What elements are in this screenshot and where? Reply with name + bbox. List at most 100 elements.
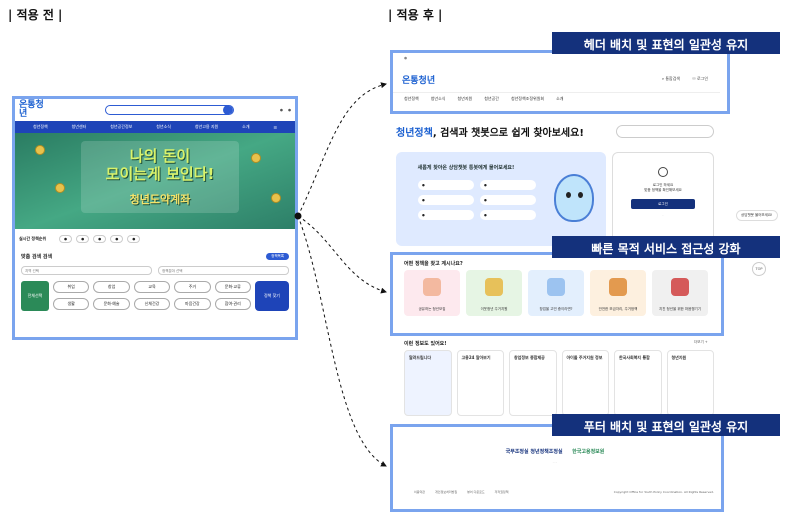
category-pill[interactable]: 신체건강 [133, 298, 171, 310]
service-title: 어떤 정책을 찾고 계시나요? [404, 261, 463, 267]
category-pill[interactable]: 주거 [174, 281, 211, 293]
chatbot-chip[interactable]: ● [418, 195, 474, 205]
ranking-chip[interactable]: ● [127, 235, 141, 243]
before-match-search: 맞춤 검색 검색 정책목록 지역 선택 정책분야 선택 전체선택 취업 창업 교… [15, 249, 295, 335]
category-pill[interactable]: 창업 [93, 281, 130, 293]
info-card[interactable]: 청년지원 [666, 350, 714, 416]
match-badge[interactable]: 정책목록 [266, 253, 289, 260]
callout-header: 헤더 배치 및 표현의 일관성 유지 [552, 32, 780, 54]
service-card[interactable]: 안전한 보금자리, 주거정책 [590, 270, 646, 316]
info-card[interactable]: 창업정보 종합제공 [509, 350, 557, 416]
chatbot-question: 새롭게 찾아온 상담챗봇 통봇에게 물어보세요! [417, 165, 515, 171]
login-link[interactable]: ⚇ 로그인 [692, 76, 708, 81]
before-nav-item[interactable]: 청년공간정보 [110, 124, 133, 129]
service-card[interactable]: 창업을 고민 중이라면? [528, 270, 584, 316]
house-icon [609, 278, 627, 296]
menu-icon[interactable]: ● [287, 108, 291, 112]
user-icon [658, 167, 668, 177]
person-icon [423, 278, 441, 296]
search-link[interactable]: ⌕ 통합검색 [661, 76, 681, 81]
top-button[interactable]: TOP [752, 262, 766, 276]
info-card[interactable]: 한국사회복지 통합 [614, 350, 662, 416]
footer-link[interactable]: 뷰어 다운로드 [467, 490, 485, 494]
callout-footer: 푸터 배치 및 표현의 일관성 유지 [552, 414, 780, 436]
highlight-header [390, 50, 730, 114]
before-nav-item[interactable]: 청년고용 지원 [194, 124, 219, 129]
category-pills: 취업 창업 교육 주거 문화·교류 생활 문화·예술 신체건강 마음건강 참여·… [53, 281, 251, 311]
ranking-chip[interactable]: ● [76, 235, 90, 243]
category-pill[interactable]: 문화·교류 [214, 281, 251, 293]
info-more-link[interactable]: 더보기 + [694, 340, 708, 344]
ranking-chip[interactable]: ● [110, 235, 124, 243]
info-card[interactable]: 아이돌 주거지원 정보 [561, 350, 609, 416]
chatbot-chip[interactable]: ● [418, 180, 474, 190]
user-icon[interactable]: ● [279, 108, 283, 112]
banner-product: 청년도약계좌 [129, 193, 191, 206]
before-header: 온통청년 ● ● [15, 99, 295, 121]
category-select[interactable]: 정책분야 선택 [158, 266, 289, 275]
footer-link[interactable]: 개인정보처리방침 [435, 490, 458, 494]
service-card[interactable]: 지친 청년을 위한 마음챙기기 [652, 270, 708, 316]
login-button[interactable]: 로그인 [631, 199, 695, 209]
footer-link[interactable]: 저작권정책 [494, 490, 509, 494]
footer-link[interactable]: 이용약관 [414, 490, 426, 494]
info-title: 이런 정보도 있어요! [404, 341, 447, 347]
highlight-footer [390, 424, 724, 512]
after-nav-item[interactable]: 청년정책 [404, 95, 419, 101]
banner-board [81, 141, 239, 213]
category-pill[interactable]: 문화·예술 [93, 298, 130, 310]
document-icon [547, 278, 565, 296]
login-links[interactable]: · [662, 213, 664, 217]
before-nav-item[interactable]: 청년센터 [71, 124, 87, 129]
search-icon: ⌕ [661, 76, 665, 81]
service-card[interactable]: 이웃청년 주거지원 [466, 270, 522, 316]
before-nav-item[interactable]: 청년소식 [156, 124, 171, 129]
ranking-chip[interactable]: ● [59, 235, 73, 243]
service-card[interactable]: 공유하는 청년모집 [404, 270, 460, 316]
wallet-icon [485, 278, 503, 296]
before-header-icons: ● ● [280, 108, 291, 112]
after-nav-item[interactable]: 청년정책조정위원회 [510, 95, 545, 101]
category-pill[interactable]: 참여·권리 [214, 298, 251, 310]
chatbot-mascot [554, 174, 594, 222]
category-pill[interactable]: 마음건강 [174, 298, 211, 310]
footer-address: · · · [552, 460, 558, 464]
chatbot-chip[interactable]: ● [480, 180, 536, 190]
after-nav-item[interactable]: 청년소식 [430, 95, 446, 101]
after-nav-item[interactable]: 청년지원 [457, 95, 473, 101]
search-icon [222, 106, 233, 114]
footer-copyright: Copyright Office for Youth Policy Coordi… [613, 490, 714, 494]
category-pill[interactable]: 취업 [53, 281, 90, 293]
hamburger-icon[interactable]: ☰ [273, 124, 278, 130]
category-pill[interactable]: 생활 [53, 298, 90, 310]
match-title: 맞춤 검색 검색 [21, 254, 53, 260]
chatbot-chip[interactable]: ● [480, 210, 536, 220]
hero-search-input[interactable] [616, 125, 714, 138]
ranking-chip[interactable]: ● [93, 235, 107, 243]
after-logo[interactable]: 온통청년 [402, 75, 436, 86]
info-card[interactable]: 고용24 알아보기 [456, 350, 504, 416]
select-all-button[interactable]: 전체선택 [21, 281, 49, 311]
after-nav-item[interactable]: 청년공간 [484, 95, 499, 101]
info-card[interactable]: 알려드립니다 [404, 350, 452, 416]
region-select[interactable]: 지역 선택 [21, 266, 152, 275]
policy-search-button[interactable]: 정책 찾기 [255, 281, 289, 311]
chatbot-chip[interactable]: ● [418, 210, 474, 220]
chatbot-chip[interactable]: ● [480, 195, 536, 205]
after-nav-item[interactable]: 소개 [556, 95, 564, 101]
coin-icon [251, 153, 261, 163]
after-screenshot: ● 온통청년 ⌕ 통합검색 ⚇ 로그인 청년정책 청년소식 청년지원 청년공간 … [390, 42, 722, 516]
hero-title: 청년정책, 검색과 챗봇으로 쉽게 찾아보세요! [396, 128, 584, 139]
chatbot-side-badge[interactable]: 상담챗봇 물어보세요! [736, 210, 778, 221]
footer-org-1: 국무조정실 청년정책조정실 [505, 449, 563, 455]
after-header: 온통청년 ⌕ 통합검색 ⚇ 로그인 [390, 70, 720, 88]
before-nav-item[interactable]: 청년정책 [32, 124, 48, 129]
before-nav-item[interactable]: 소개 [242, 124, 250, 129]
coin-icon [55, 183, 65, 193]
before-search-input[interactable] [105, 105, 234, 115]
category-pill[interactable]: 교육 [133, 281, 171, 293]
